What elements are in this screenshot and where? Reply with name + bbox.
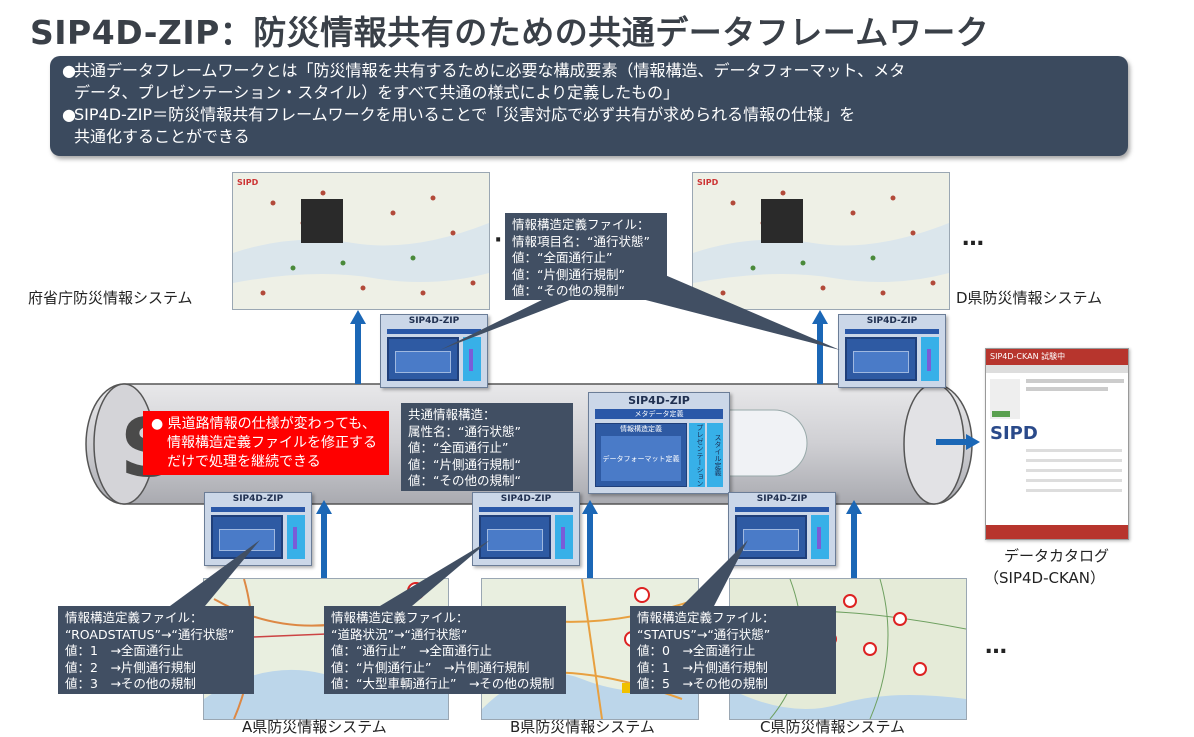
ckan-screenshot: SIP4D-CKAN 試験中 SIPD xyxy=(985,348,1129,540)
arrow-up-icon xyxy=(846,500,862,580)
zip-box-top-right: SIP4D-ZIP xyxy=(838,314,946,388)
summary-line-2: SIP4D-ZIP＝防災情報共有フレームワークを用いることで「災害対応で必ず共有… xyxy=(74,105,856,124)
label-d: D県防災情報システム xyxy=(956,289,1103,307)
zip-box-top-left: SIP4D-ZIP xyxy=(380,314,488,388)
label-fusho: 府省庁防災情報システム xyxy=(28,289,193,307)
bullet-icon: ● xyxy=(151,416,164,432)
svg-text:SIPD: SIPD xyxy=(697,178,719,187)
arrow-up-icon xyxy=(812,310,828,384)
catalog-label-1: データカタログ xyxy=(1004,547,1110,565)
map-d: SIPD xyxy=(692,172,950,310)
summary-line-1: 共通データフレームワークとは「防災情報を共有するために必要な構成要素（情報構造、… xyxy=(74,61,906,80)
label-b: B県防災情報システム xyxy=(510,718,655,736)
summary-line-2b: 共通化することができる xyxy=(74,127,250,146)
ellipsis-small: · xyxy=(494,228,503,253)
arrow-up-icon xyxy=(582,500,598,580)
label-a: A県防災情報システム xyxy=(242,718,387,736)
zip-central: SIP4D-ZIP メタデータ定義 情報構造定義 データフォーマット定義 プレゼ… xyxy=(588,392,730,494)
page-title: SIP4D-ZIP：防災情報共有のための共通データフレームワーク xyxy=(30,13,990,52)
callout-center: 共通情報構造： 属性名：“通行状態” 値：“全面通行止” 値：“片側通行規制“ … xyxy=(401,403,573,491)
arrow-right-icon xyxy=(936,434,980,450)
callout-c: 情報構造定義ファイル： “STATUS”→“通行状態” 値：0 →全面通行止 値… xyxy=(630,606,836,694)
zip-label: SIP4D-ZIP xyxy=(408,316,460,326)
catalog-label-2: （SIP4D-CKAN） xyxy=(984,569,1106,587)
bullet-icon: ● xyxy=(62,105,76,124)
red-note: ● 県道路情報の仕様が変わっても、 情報構造定義ファイルを修正する だけで処理を… xyxy=(143,411,389,475)
map-fusho: SIPD xyxy=(232,172,490,310)
ellipsis-bottom: … xyxy=(985,634,1007,659)
callout-pointer xyxy=(440,260,840,350)
arrow-up-icon xyxy=(316,500,332,580)
ckan-logo: SIPD xyxy=(990,423,1038,444)
summary-box: ●共通データフレームワークとは「防災情報を共有するために必要な構成要素（情報構造… xyxy=(50,56,1128,156)
zip-label: SIP4D-ZIP xyxy=(866,316,918,326)
struct-pane: 情報構造定義 データフォーマット定義 xyxy=(595,423,687,487)
callout-b: 情報構造定義ファイル： “道路状況”→“通行状態” 値：“通行止” →全面通行止… xyxy=(324,606,566,694)
label-c: C県防災情報システム xyxy=(760,718,906,736)
map-image: SIPD xyxy=(233,173,489,309)
zip-box-c: SIP4D-ZIP xyxy=(728,492,836,566)
summary-line-1b: データ、プレゼンテーション・スタイル）をすべて共通の様式により定義したもの」 xyxy=(74,83,680,102)
callout-a: 情報構造定義ファイル： “ROADSTATUS”→“通行状態” 値：1 →全面通… xyxy=(58,606,254,694)
map-logo: SIPD xyxy=(237,178,259,187)
callout-top: 情報構造定義ファイル： 情報項目名：“通行状態” 値：“全面通行止” 値：“片側… xyxy=(505,213,667,300)
zip-label: SIP4D-ZIP xyxy=(756,494,808,504)
zip-box-b: SIP4D-ZIP xyxy=(472,492,580,566)
callout-pointer xyxy=(170,540,748,606)
zip-label: SIP4D-ZIP xyxy=(500,494,552,504)
bullet-icon: ● xyxy=(62,61,76,80)
ellipsis-top: … xyxy=(962,226,984,251)
zip-label: SIP4D-ZIP xyxy=(232,494,284,504)
map-image: SIPD xyxy=(693,173,949,309)
arrow-up-icon xyxy=(350,310,366,384)
